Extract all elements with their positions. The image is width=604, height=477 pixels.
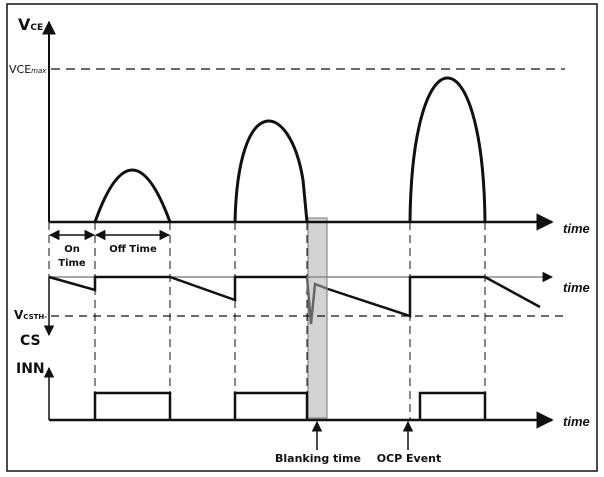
time-label-cs: time xyxy=(563,280,590,295)
cs-spike xyxy=(305,276,329,325)
cs-label: CS xyxy=(20,333,41,349)
time-label-inn: time xyxy=(563,414,590,429)
vce-axis-label: VCE xyxy=(18,15,43,34)
cs-waveform-2 xyxy=(327,275,541,318)
blanking-window xyxy=(307,217,328,419)
ocp-label: OCP Event xyxy=(377,452,442,465)
vce-pulse-1 xyxy=(93,168,172,223)
time-label-vce: time xyxy=(563,221,590,236)
vce-max-label: VCEmax xyxy=(9,63,47,76)
inn-label: INN xyxy=(16,361,45,377)
on-time-label-1: On xyxy=(64,244,80,255)
vce-pulse-3 xyxy=(408,76,487,223)
vcsth-label: VCSTH- xyxy=(14,308,47,322)
inn-pulse-3 xyxy=(418,391,487,420)
vce-pulse-2 xyxy=(233,119,309,223)
off-time-label: Off Time xyxy=(109,244,157,255)
frame xyxy=(6,3,598,472)
timing-guides xyxy=(48,222,486,420)
cs-waveform-1 xyxy=(48,275,307,302)
inn-pulse-2 xyxy=(233,391,309,420)
inn-pulse-1 xyxy=(93,391,172,420)
blanking-label: Blanking time xyxy=(275,452,361,465)
on-time-label-2: Time xyxy=(58,258,86,269)
